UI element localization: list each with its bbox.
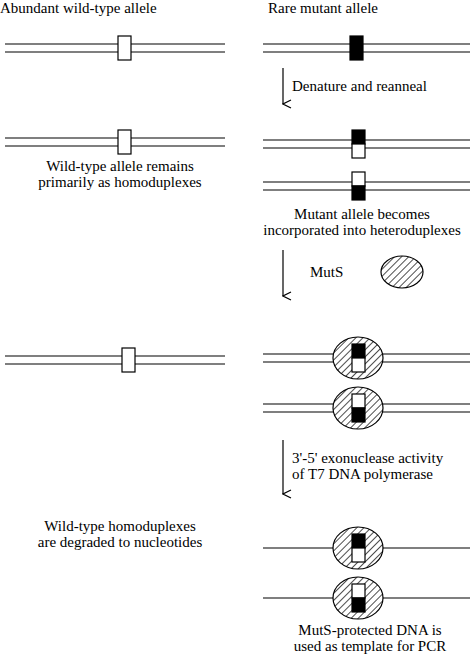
step-arrow [282, 440, 283, 494]
step-arrow [282, 250, 283, 296]
annotation-label: Wild-type allele remains primarily as ho… [25, 158, 215, 190]
annotation-label: 3'-5' exonuclease activity of T7 DNA pol… [292, 450, 472, 482]
heteroduplex [263, 172, 470, 200]
annotation-label: Wild-type homoduplexes are degraded to n… [0, 518, 240, 550]
bound-heteroduplex [263, 387, 470, 429]
mutant-duplex [263, 36, 470, 60]
wild-type-homoduplex [5, 348, 225, 372]
protected-dna [263, 527, 470, 569]
protected-dna [263, 577, 470, 619]
annotation-label: Rare mutant allele [268, 0, 468, 16]
muts-protein [381, 256, 423, 288]
wild-type-duplex [5, 36, 225, 60]
annotation-label: Mutant allele becomes incorporated into … [250, 206, 474, 238]
annotation-label: MutS-protected DNA is used as template f… [266, 622, 474, 654]
annotation-label: Denature and reanneal [292, 78, 472, 94]
step-arrow [282, 68, 283, 104]
heteroduplex [263, 130, 470, 158]
annotation-label: Abundant wild-type allele [0, 0, 215, 16]
bound-heteroduplex [263, 337, 470, 379]
annotation-label: MutS [310, 264, 370, 280]
wild-type-homoduplex [5, 130, 225, 154]
